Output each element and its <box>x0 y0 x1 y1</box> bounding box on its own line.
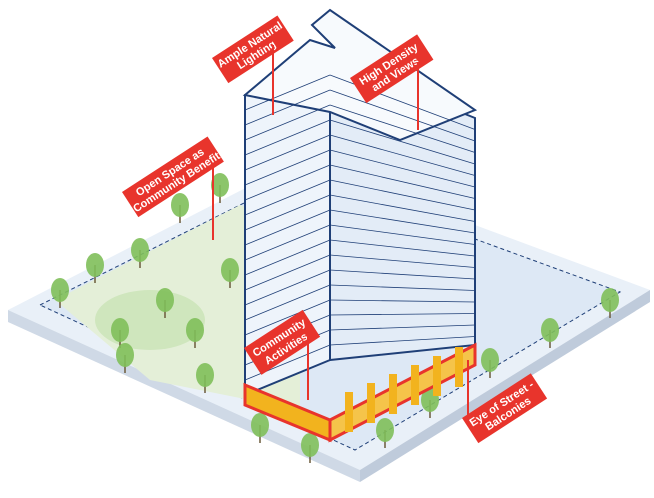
tree-canopy <box>51 278 69 302</box>
floor-line <box>244 194 331 231</box>
podium-column <box>345 392 353 432</box>
floor-line <box>244 344 331 381</box>
floor-line <box>244 149 331 186</box>
floor-line <box>329 224 476 245</box>
floor-line <box>244 299 331 336</box>
floor-line <box>329 269 476 280</box>
tree-canopy <box>111 318 129 342</box>
floor-line <box>329 239 476 257</box>
floor-line <box>244 284 331 321</box>
podium-columns <box>345 347 463 432</box>
tree-canopy <box>196 363 214 387</box>
tree-canopy <box>131 238 149 262</box>
tree-canopy <box>541 318 559 342</box>
podium-column <box>411 365 419 405</box>
floor-line <box>244 89 331 126</box>
floor-line <box>329 299 476 303</box>
floor-line <box>244 179 331 216</box>
floor-line <box>329 194 476 222</box>
trees <box>51 173 619 463</box>
podium <box>243 342 477 443</box>
floor-line <box>329 134 476 176</box>
floor-line <box>329 164 476 199</box>
floor-line <box>329 284 476 291</box>
tree-canopy <box>601 288 619 312</box>
tree-canopy <box>221 258 239 282</box>
tree-canopy <box>86 253 104 277</box>
tree-canopy <box>186 318 204 342</box>
floor-line <box>244 224 331 261</box>
floor-line <box>244 269 331 306</box>
floor-lines <box>244 74 476 381</box>
floor-line <box>329 336 476 346</box>
podium-column <box>367 383 375 423</box>
floor-line <box>244 104 331 141</box>
floor-line <box>329 324 476 331</box>
floor-line <box>329 149 476 188</box>
tree-canopy <box>376 418 394 442</box>
floor-line <box>244 164 331 201</box>
floor-line <box>244 119 331 156</box>
floor-line <box>244 74 331 111</box>
tree-canopy <box>116 343 134 367</box>
tree-canopy <box>481 348 499 372</box>
podium-column <box>455 347 463 387</box>
floor-line <box>329 119 476 165</box>
podium-column <box>433 356 441 396</box>
floor-line <box>244 209 331 246</box>
floor-line <box>244 254 331 291</box>
tree-canopy <box>251 413 269 437</box>
floor-line <box>244 239 331 276</box>
floor-line <box>329 313 476 316</box>
floor-line <box>329 104 476 153</box>
floor-line <box>329 209 476 234</box>
floor-line <box>329 179 476 211</box>
floor-line <box>244 134 331 171</box>
tree-canopy <box>211 173 229 197</box>
tree-canopy <box>156 288 174 312</box>
floor-line <box>329 254 476 268</box>
tree-canopy <box>301 433 319 457</box>
floor-line <box>329 89 476 142</box>
podium-column <box>389 374 397 414</box>
tree-canopy <box>171 193 189 217</box>
